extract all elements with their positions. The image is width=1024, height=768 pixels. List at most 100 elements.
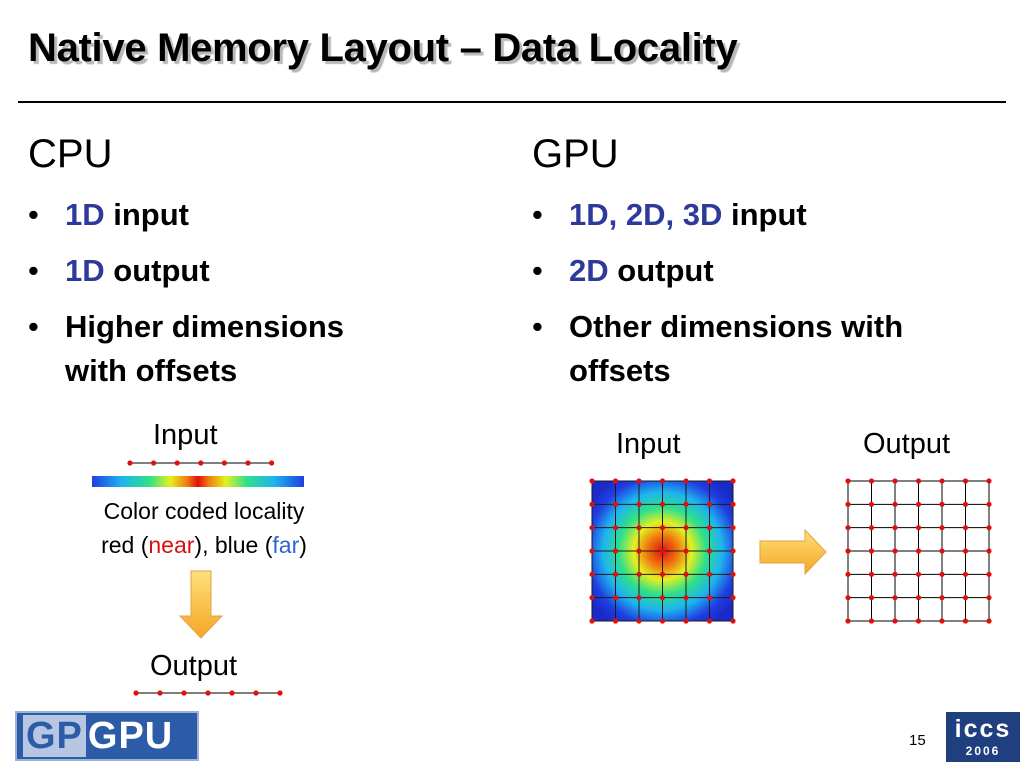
grid-element-dot bbox=[939, 525, 945, 531]
iccs-logo-text: iccs bbox=[954, 715, 1012, 743]
array-element-dot bbox=[181, 690, 187, 696]
cpu-bullet-2: •1D output bbox=[28, 249, 448, 293]
caption-near: near bbox=[148, 532, 195, 558]
grid-element-dot bbox=[962, 478, 969, 484]
grid-element-dot bbox=[612, 525, 619, 531]
array-element-dot bbox=[133, 690, 139, 696]
grid-element-dot bbox=[962, 548, 969, 554]
grid-element-dot bbox=[589, 548, 595, 554]
grid-element-dot bbox=[683, 501, 689, 507]
array-element-dot bbox=[245, 460, 251, 466]
grid-element-dot bbox=[636, 525, 642, 531]
grid-element-dot bbox=[986, 478, 992, 484]
slide-title: Native Memory Layout – Data Locality bbox=[28, 26, 738, 70]
grid-element-dot bbox=[892, 618, 898, 624]
grid-element-dot bbox=[659, 478, 666, 484]
grid-element-dot bbox=[962, 618, 969, 624]
grid-element-dot bbox=[986, 548, 992, 554]
grid-element-dot bbox=[589, 478, 595, 484]
grid-element-dot bbox=[986, 525, 992, 531]
gpu-right-arrow-icon bbox=[759, 528, 827, 576]
grid-element-dot bbox=[845, 595, 851, 601]
grid-element-dot bbox=[845, 525, 851, 531]
grid-element-dot bbox=[868, 618, 875, 624]
array-element-dot bbox=[229, 690, 235, 696]
grid-element-dot bbox=[730, 501, 736, 507]
grid-element-dot bbox=[892, 571, 898, 577]
grid-element-dot bbox=[589, 501, 595, 507]
grid-element-dot bbox=[706, 478, 713, 484]
grid-element-dot bbox=[730, 571, 736, 577]
cpu-bullet-3-text: Higher dimensions bbox=[65, 309, 345, 344]
cpu-bullet-1: •1D input bbox=[28, 193, 448, 237]
caption-post: ) bbox=[299, 532, 307, 558]
grid-element-dot bbox=[589, 618, 595, 624]
grid-element-dot bbox=[845, 501, 851, 507]
cpu-bullet-1-text: input bbox=[104, 197, 189, 232]
grid-element-dot bbox=[612, 501, 619, 507]
grid-element-dot bbox=[915, 595, 922, 601]
caption-far: far bbox=[272, 532, 300, 558]
grid-element-dot bbox=[892, 501, 898, 507]
gpu-bullet-3-text-line2: offsets bbox=[569, 353, 671, 388]
grid-element-dot bbox=[636, 501, 642, 507]
grid-element-dot bbox=[706, 571, 713, 577]
grid-element-dot bbox=[659, 501, 666, 507]
cpu-bullet-2-text: output bbox=[104, 253, 210, 288]
grid-element-dot bbox=[659, 618, 666, 624]
grid-element-dot bbox=[939, 548, 945, 554]
gpu-input-label: Input bbox=[616, 428, 681, 460]
bullet-icon: • bbox=[532, 253, 543, 288]
bullet-icon: • bbox=[532, 197, 543, 232]
grid-element-dot bbox=[868, 595, 875, 601]
grid-element-dot bbox=[892, 525, 898, 531]
gpu-bullet-1: • 1D, 2D, 3D input bbox=[532, 193, 1002, 237]
cpu-down-arrow-icon bbox=[178, 570, 224, 639]
gpu-bullet-1-highlight: 1D, 2D, 3D bbox=[569, 197, 723, 232]
gpu-bullet-1-text: input bbox=[722, 197, 807, 232]
cpu-output-array bbox=[133, 690, 283, 696]
grid-element-dot bbox=[962, 571, 969, 577]
grid-element-dot bbox=[659, 571, 666, 577]
grid-element-dot bbox=[730, 548, 736, 554]
grid-element-dot bbox=[939, 478, 945, 484]
grid-element-dot bbox=[868, 525, 875, 531]
grid-element-dot bbox=[612, 478, 619, 484]
grid-element-dot bbox=[986, 618, 992, 624]
grid-element-dot bbox=[659, 548, 666, 554]
grid-element-dot bbox=[612, 571, 619, 577]
grid-element-dot bbox=[986, 595, 992, 601]
array-element-dot bbox=[151, 460, 157, 466]
grid-element-dot bbox=[986, 501, 992, 507]
grid-element-dot bbox=[892, 595, 898, 601]
array-element-dot bbox=[174, 460, 180, 466]
grid-element-dot bbox=[962, 595, 969, 601]
grid-element-dot bbox=[939, 501, 945, 507]
caption-line-1: Color coded locality bbox=[103, 498, 305, 524]
grid-element-dot bbox=[962, 501, 969, 507]
gpgpu-logo-gp: GP bbox=[23, 715, 86, 757]
array-element-dot bbox=[221, 460, 227, 466]
grid-element-dot bbox=[845, 618, 851, 624]
gpu-bullet-list: •1D, 2D, 3D input •2D output •Other dime… bbox=[532, 193, 1002, 405]
grid-element-dot bbox=[659, 525, 666, 531]
locality-color-bar bbox=[92, 476, 304, 487]
grid-element-dot bbox=[915, 571, 922, 577]
grid-element-dot bbox=[683, 595, 689, 601]
caption-mid: ), blue ( bbox=[194, 532, 273, 558]
array-element-dot bbox=[269, 460, 275, 466]
gpu-bullet-2-highlight: 2D bbox=[569, 253, 609, 288]
gpu-heading: GPU bbox=[532, 132, 619, 176]
locality-caption: Color coded locality red (near), blue (f… bbox=[66, 494, 342, 562]
bullet-icon: • bbox=[28, 309, 39, 344]
grid-element-dot bbox=[915, 548, 922, 554]
bullet-icon: • bbox=[28, 253, 39, 288]
grid-element-dot bbox=[915, 525, 922, 531]
grid-element-dot bbox=[730, 478, 736, 484]
grid-element-dot bbox=[962, 525, 969, 531]
grid-element-dot bbox=[730, 525, 736, 531]
